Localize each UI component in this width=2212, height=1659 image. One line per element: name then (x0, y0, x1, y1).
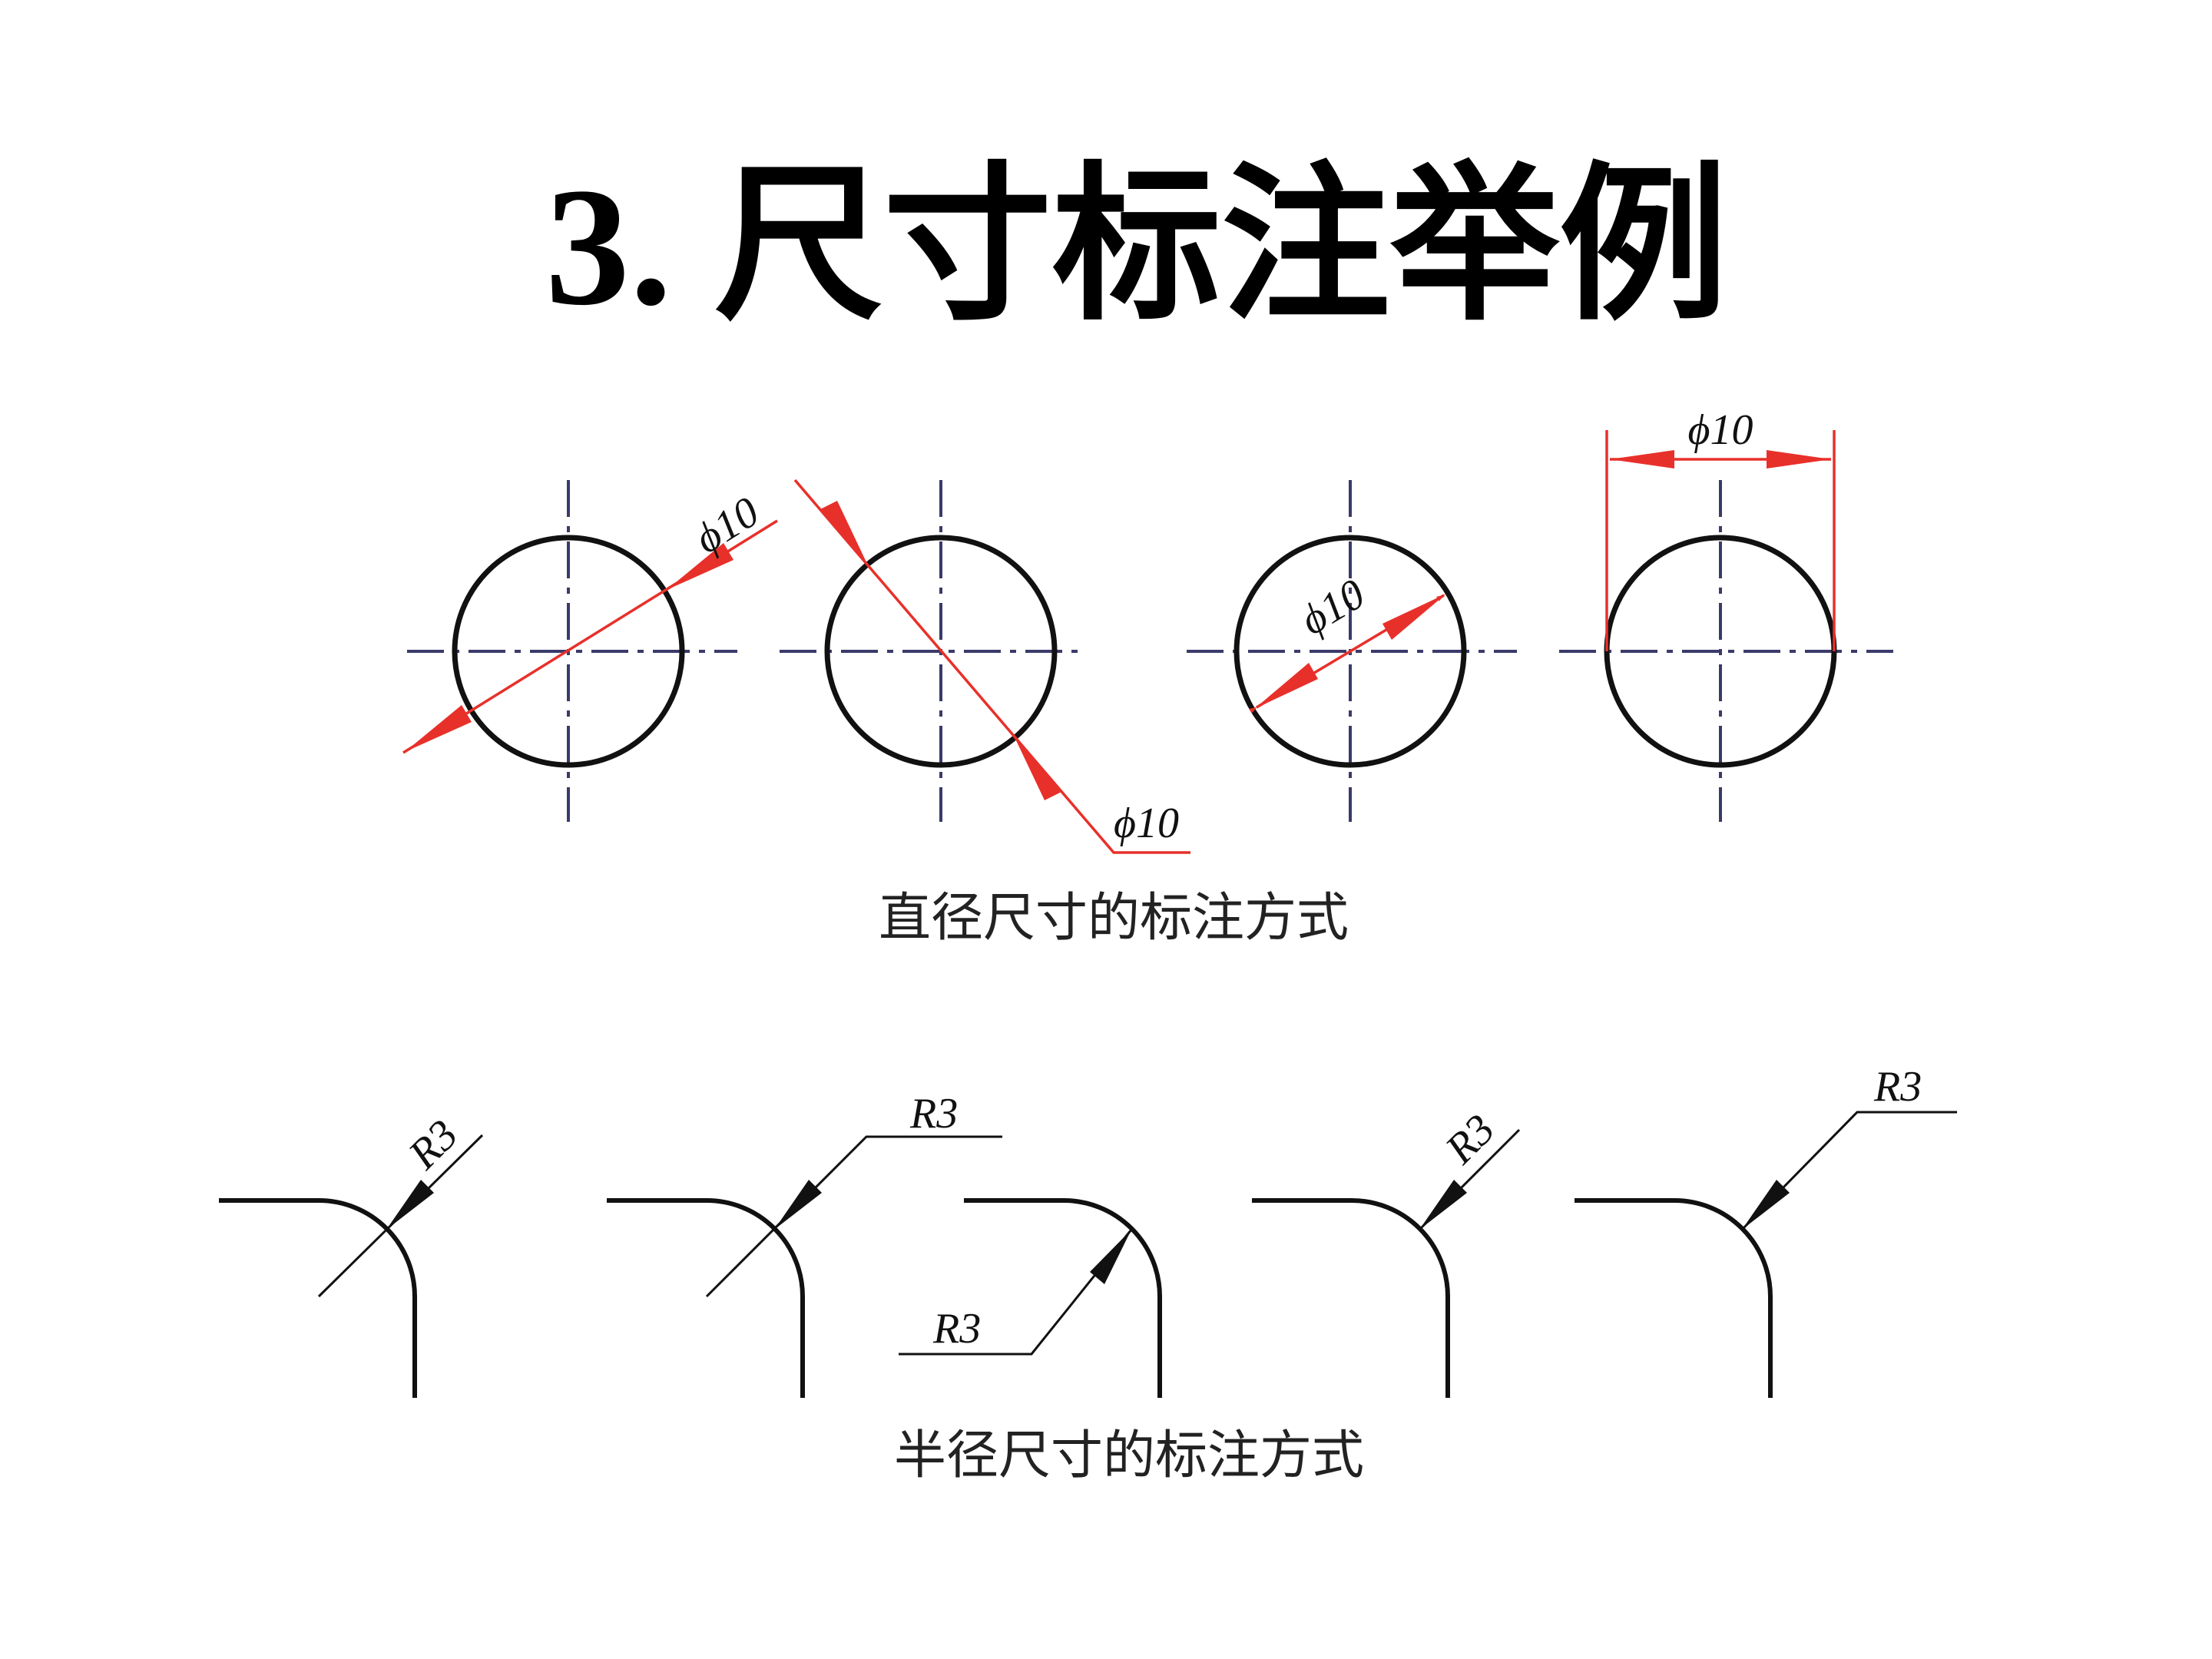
radius-figure-2: R3 (607, 1090, 1002, 1398)
fillet-outline (964, 1198, 1162, 1398)
diameter-label: ϕ10 (1688, 406, 1753, 454)
fillet-outline (1252, 1198, 1450, 1398)
radius-arrow (1090, 1230, 1131, 1284)
radius-arrow (386, 1180, 434, 1230)
diameter-label: ϕ10 (1293, 570, 1373, 644)
radius-label: R3 (399, 1111, 468, 1179)
diameter-caption: 直径尺寸的标注方式 (879, 889, 1349, 947)
radius-arrow (1419, 1180, 1467, 1230)
radius-leader (705, 1135, 1002, 1298)
dimension-arrow (1254, 663, 1318, 709)
radius-arrow (1742, 1180, 1790, 1230)
radius-caption: 半径尺寸的标注方式 (894, 1426, 1364, 1485)
fillet-outline (1575, 1198, 1773, 1398)
radius-figure-1: R3 (219, 1111, 484, 1398)
diameter-label: ϕ10 (1114, 800, 1179, 847)
diameter-figure-1: ϕ10 (402, 480, 778, 822)
radius-label: R3 (909, 1090, 958, 1137)
radius-figure-3: R3 (899, 1198, 1162, 1398)
circle-outline (824, 535, 1058, 768)
diameter-figure-3: ϕ10 (1187, 480, 1517, 822)
diameter-figure-2: ϕ10 (780, 478, 1190, 854)
radius-examples: R3 R3 R3 R3 R3 半径尺 (219, 1063, 1957, 1485)
radius-label: R3 (932, 1305, 981, 1353)
dimension-leader (793, 478, 1190, 854)
dimension-arrow (667, 543, 733, 590)
dimension-arrow (405, 705, 472, 752)
diameter-examples: ϕ10 ϕ10 ϕ10 (402, 406, 1893, 947)
radius-leader (1740, 1111, 1957, 1231)
page-title: 3. 尺寸标注举例 (545, 153, 1728, 340)
radius-label: R3 (1436, 1105, 1505, 1174)
diameter-label: ϕ10 (687, 488, 767, 563)
radius-figure-5: R3 (1575, 1063, 1957, 1398)
dimension-arrow (1767, 450, 1831, 469)
radius-figure-4: R3 (1252, 1105, 1521, 1398)
radius-arrow (774, 1180, 822, 1230)
circle-outline (1233, 535, 1467, 768)
dimension-arrow (1610, 450, 1674, 469)
radius-label: R3 (1873, 1063, 1922, 1111)
dimension-arrow (1015, 737, 1061, 800)
diameter-figure-4: ϕ10 (1559, 406, 1893, 822)
dimension-arrow (1382, 594, 1446, 640)
dimension-arrow (820, 501, 867, 564)
circle-outline (452, 535, 685, 768)
